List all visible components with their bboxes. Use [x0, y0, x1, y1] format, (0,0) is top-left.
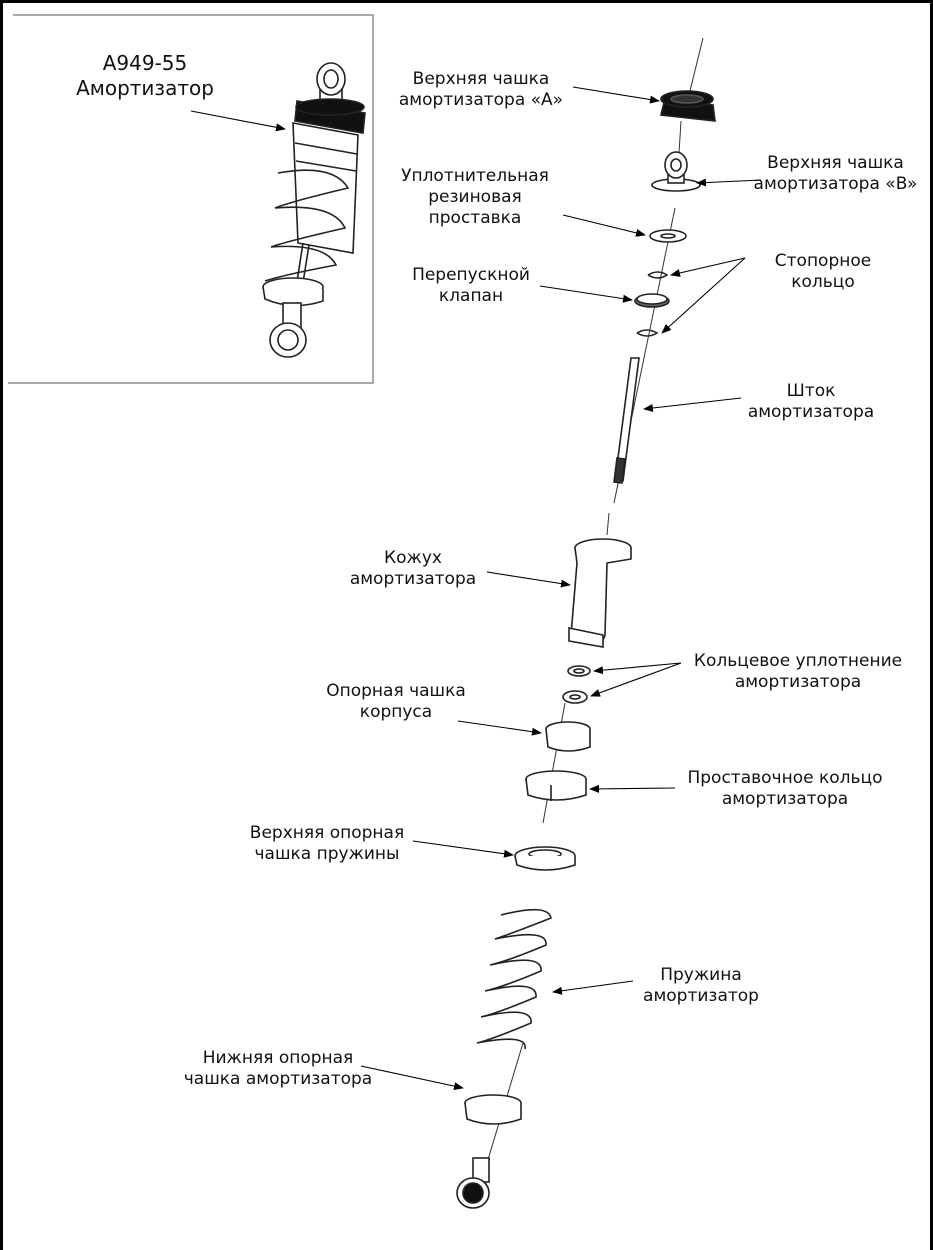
- exploded-parts: [456, 90, 716, 1209]
- inset-title: A949-55 Амортизатор: [75, 51, 215, 101]
- label-rubber-spacer: Уплотнительная резиновая проставка: [385, 166, 565, 229]
- label-line: корпуса: [359, 702, 433, 722]
- label-line: Кольцевое уплотнение: [693, 651, 903, 671]
- label-line: Нижняя опорная: [202, 1048, 354, 1068]
- inset-part-number: A949-55: [102, 51, 188, 75]
- label-line: Стопорное: [774, 251, 872, 271]
- label-line: Уплотнительная: [401, 166, 549, 186]
- label-line: резиновая: [428, 187, 522, 207]
- label-line: амортизатора: [747, 402, 875, 422]
- label-line: кольцо: [791, 272, 855, 292]
- label-line: проставка: [428, 208, 522, 228]
- label-line: Проставочное кольцо: [687, 768, 883, 788]
- label-top-cup-b: Верхняя чашка амортизатора «B»: [738, 153, 930, 195]
- label-line: Опорная чашка: [326, 681, 466, 701]
- label-line: амортизатор: [643, 986, 759, 1006]
- leader-arrows: [190, 86, 762, 1091]
- label-spacer-ring: Проставочное кольцо амортизатора: [675, 768, 895, 810]
- label-circlip: Стопорное кольцо: [763, 251, 883, 293]
- label-line: Верхняя опорная: [249, 823, 405, 843]
- label-spring: Пружина амортизатор: [631, 965, 771, 1007]
- label-shock-body: Кожух амортизатора: [343, 548, 483, 590]
- label-line: амортизатора «B»: [753, 174, 918, 194]
- label-line: амортизатора «A»: [398, 90, 564, 110]
- label-line: чашка пружины: [254, 844, 400, 864]
- diagram-artwork: [8, 14, 762, 1209]
- label-line: чашка амортизатора: [183, 1069, 373, 1089]
- label-shock-rod: Шток амортизатора: [741, 381, 881, 423]
- label-body-cup: Опорная чашка корпуса: [321, 681, 471, 723]
- inset-part-name: Амортизатор: [76, 76, 214, 100]
- label-line: амортизатора: [349, 569, 477, 589]
- label-line: Верхняя чашка: [412, 69, 550, 89]
- inset-shock-drawing: [262, 62, 366, 358]
- label-lower-spring-cup: Нижняя опорная чашка амортизатора: [183, 1048, 373, 1090]
- label-o-ring: Кольцевое уплотнение амортизатора: [683, 651, 913, 693]
- label-line: амортизатора: [721, 789, 849, 809]
- label-upper-spring-cup: Верхняя опорная чашка пружины: [237, 823, 417, 865]
- label-line: Кожух: [384, 548, 442, 568]
- label-line: амортизатора: [734, 672, 862, 692]
- label-line: Пружина: [660, 965, 742, 985]
- label-line: Перепускной: [412, 265, 530, 285]
- inset-frame: [8, 14, 374, 384]
- label-line: Шток: [786, 381, 836, 401]
- label-line: Верхняя чашка: [767, 153, 904, 173]
- label-bypass-valve: Перепускной клапан: [401, 265, 541, 307]
- label-top-cup-a: Верхняя чашка амортизатора «A»: [391, 69, 571, 111]
- label-line: клапан: [438, 286, 504, 306]
